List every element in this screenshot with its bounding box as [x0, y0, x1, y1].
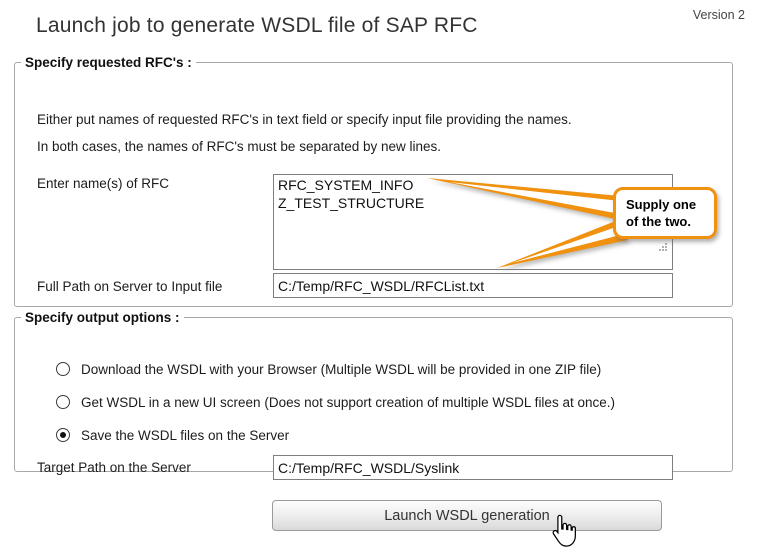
page-title: Launch job to generate WSDL file of SAP … [36, 14, 478, 37]
radio-save-on-server[interactable] [56, 428, 70, 442]
option-label: Get WSDL in a new UI screen (Does not su… [81, 394, 615, 410]
option-row-download-browser: Download the WSDL with your Browser (Mul… [56, 361, 601, 377]
callout-arrows-icon [427, 178, 628, 268]
output-options-section: Specify output options : Download the WS… [14, 310, 733, 480]
rfc-section: Specify requested RFC's : Either put nam… [14, 55, 733, 307]
version-label: Version 2 [692, 8, 745, 22]
rfc-names-label: Enter name(s) of RFC [37, 176, 170, 191]
input-file-label: Full Path on Server to Input file [37, 279, 223, 294]
instruction-line-1: Either put names of requested RFC's in t… [37, 112, 572, 127]
target-path-label: Target Path on the Server [37, 460, 191, 475]
target-path-field[interactable] [273, 455, 673, 480]
input-file-path-field[interactable] [273, 273, 673, 298]
radio-download-browser[interactable] [56, 362, 70, 376]
radio-new-ui-screen[interactable] [56, 395, 70, 409]
instruction-line-2: In both cases, the names of RFC's must b… [37, 139, 442, 154]
option-row-new-ui-screen: Get WSDL in a new UI screen (Does not su… [56, 394, 615, 410]
option-label: Save the WSDL files on the Server [81, 427, 290, 443]
option-row-save-on-server: Save the WSDL files on the Server [56, 427, 289, 443]
rfc-names-textarea[interactable]: RFC_SYSTEM_INFO Z_TEST_STRUCTURE [273, 174, 673, 270]
option-label: Download the WSDL with your Browser (Mul… [81, 361, 602, 377]
rfc-section-legend: Specify requested RFC's : [25, 55, 192, 70]
callout-supply-one: Supply one of the two. [613, 187, 717, 239]
output-section-legend: Specify output options : [25, 310, 180, 325]
resize-grip-icon[interactable] [657, 241, 669, 253]
launch-wsdl-button[interactable]: Launch WSDL generation [272, 500, 662, 531]
